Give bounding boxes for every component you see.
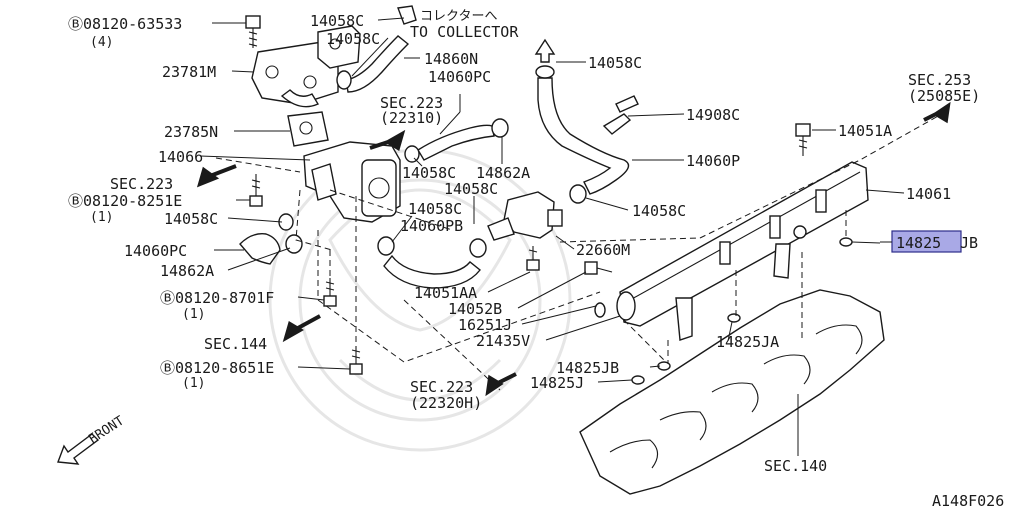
- label-14066[interactable]: 14066: [158, 148, 203, 166]
- clamp-top: [336, 70, 352, 90]
- label-14058c-mid2[interactable]: 14058C: [444, 180, 498, 198]
- label-14825j[interactable]: 14825J: [530, 374, 584, 392]
- front-arrow-icon: [57, 433, 100, 465]
- chamber-part: [303, 141, 401, 223]
- label-14825jb-suffix: JB: [960, 234, 978, 252]
- label-14908c[interactable]: 14908C: [686, 106, 740, 124]
- intake-manifold: [579, 289, 885, 495]
- label-collector-en: TO COLLECTOR: [410, 23, 519, 41]
- label-front: FRONT: [86, 413, 127, 447]
- label-sec144[interactable]: SEC.144: [204, 335, 267, 353]
- clamp-left: [278, 145, 420, 231]
- label-sec140[interactable]: SEC.140: [764, 457, 827, 475]
- bolt-8251e: [249, 174, 263, 207]
- label-sec253[interactable]: SEC.253: [908, 71, 971, 89]
- label-bolt-08120-63533[interactable]: Ⓑ08120-63533: [68, 15, 182, 33]
- label-14060pc-left[interactable]: 14060PC: [124, 242, 187, 260]
- hose-14060p: [535, 65, 630, 204]
- label-14058c-top[interactable]: 14058C: [310, 12, 364, 30]
- label-14862a-mid[interactable]: 14862A: [476, 164, 530, 182]
- label-sec223-left[interactable]: SEC.223: [110, 175, 173, 193]
- label-bolt-08120-8251e[interactable]: Ⓑ08120-8251E: [68, 192, 182, 210]
- label-14860n[interactable]: 14860N: [424, 50, 478, 68]
- dashed-guides: [215, 114, 941, 391]
- bolt-14051a: [795, 123, 811, 156]
- label-sec223-bottom[interactable]: SEC.223: [410, 378, 473, 396]
- label-14058c-top2[interactable]: 14058C: [326, 30, 380, 48]
- label-bolt-08120-8251e-qty: (1): [90, 210, 113, 225]
- hose-14060pb: [377, 236, 487, 289]
- label-23785n[interactable]: 23785N: [164, 123, 218, 141]
- arrow-to-collector: [534, 38, 556, 63]
- label-16251j[interactable]: 16251J: [458, 316, 512, 334]
- section-arrows: [196, 101, 951, 397]
- label-sec223-bottom-ref: (22320H): [410, 394, 482, 412]
- label-14862a-left[interactable]: 14862A: [160, 262, 214, 280]
- label-14058c-left[interactable]: 14058C: [164, 210, 218, 228]
- label-bolt-08120-63533-qty: (4): [90, 35, 113, 50]
- label-sec223-mid[interactable]: SEC.223: [380, 94, 443, 112]
- gasket-part: [287, 111, 329, 147]
- label-bolt-08120-8651e[interactable]: Ⓑ08120-8651E: [160, 359, 274, 377]
- label-sec223-mid-ref: (22310): [380, 109, 443, 127]
- fuel-rail: [616, 161, 869, 341]
- label-sec253-ref: (25085E): [908, 87, 980, 105]
- label-14058c-right-top[interactable]: 14058C: [588, 54, 642, 72]
- hose-14060pc-top: [417, 118, 509, 161]
- label-14825-highlight[interactable]: 14825: [896, 234, 941, 252]
- label-bolt-08120-8651e-qty: (1): [182, 376, 205, 391]
- label-14058c-right[interactable]: 14058C: [632, 202, 686, 220]
- bolt-14052b: [584, 261, 613, 275]
- aac-valve-part: [251, 25, 361, 108]
- label-collector-jp: コレクターへ: [420, 9, 497, 24]
- label-14060pc-top[interactable]: 14060PC: [428, 68, 491, 86]
- label-14051aa[interactable]: 14051AA: [414, 284, 477, 302]
- bolt-14051aa: [526, 246, 540, 271]
- label-22660m[interactable]: 22660M: [576, 241, 630, 259]
- clip-14908c: [602, 95, 639, 135]
- o-rings: [594, 237, 853, 385]
- label-14825jb-lower[interactable]: 14825JB: [556, 359, 619, 377]
- bolt-top-left: [245, 15, 261, 48]
- label-14061[interactable]: 14061: [906, 185, 951, 203]
- label-14060p[interactable]: 14060P: [686, 152, 740, 170]
- label-23781m[interactable]: 23781M: [162, 63, 216, 81]
- labels: Ⓑ08120-63533 (4) 23781M 23785N 14066 SEC…: [68, 9, 1004, 510]
- hose-to-collector: [345, 5, 417, 93]
- label-21435v[interactable]: 21435V: [476, 332, 530, 350]
- label-14060pb[interactable]: 14060PB: [400, 217, 463, 235]
- label-bolt-08120-8701f-qty: (1): [182, 307, 205, 322]
- label-14058c-mid3[interactable]: 14058C: [408, 200, 462, 218]
- label-diagram-code: A148F026: [932, 492, 1004, 510]
- label-14052b[interactable]: 14052B: [448, 300, 502, 318]
- pressure-regulator: [487, 191, 563, 241]
- label-bolt-08120-8701f[interactable]: Ⓑ08120-8701F: [160, 289, 274, 307]
- label-14051a[interactable]: 14051A: [838, 122, 892, 140]
- label-14825ja[interactable]: 14825JA: [716, 333, 779, 351]
- leader-lines: [199, 17, 905, 456]
- hose-14060pc-left: [239, 233, 303, 265]
- label-14058c-mid[interactable]: 14058C: [402, 164, 456, 182]
